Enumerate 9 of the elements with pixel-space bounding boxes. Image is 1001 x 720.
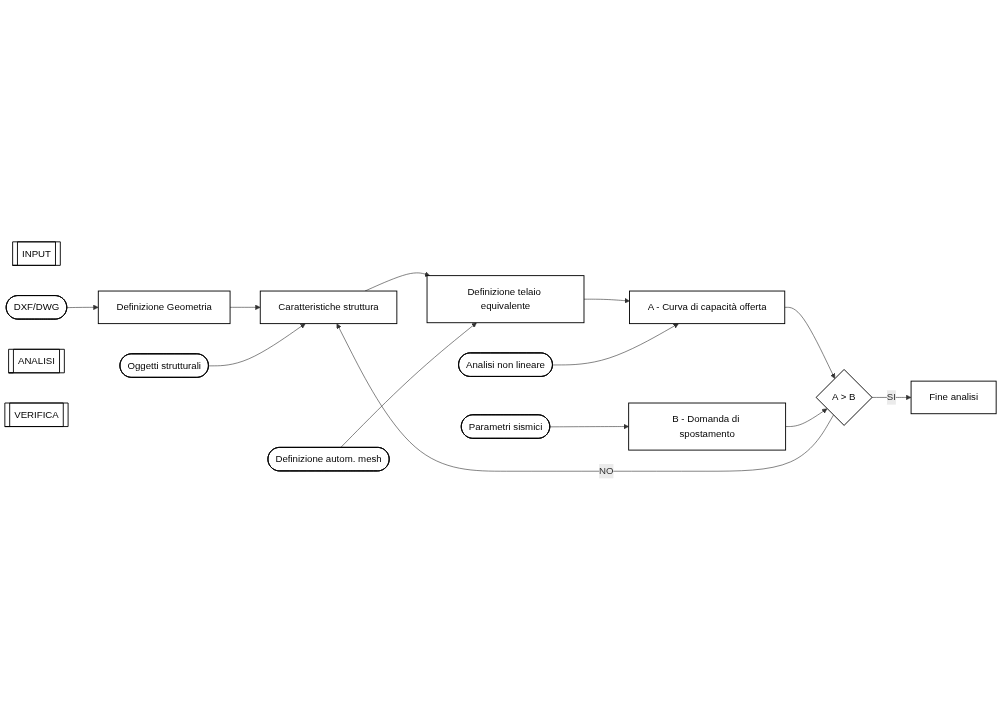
node-box: A - Curva di capacità offerta <box>629 290 786 324</box>
node-box: Definizione Geometria <box>97 290 231 324</box>
edge-label: NO <box>599 465 614 476</box>
node-box: Fine analisi <box>910 380 997 415</box>
node-diamond: A > B <box>815 368 873 426</box>
edge-label: SI <box>886 391 896 403</box>
node-box: Caratteristiche struttura <box>259 290 398 324</box>
node-box: Definizione telaio equivalente <box>426 275 585 323</box>
node-box: B - Domanda di spostamento <box>628 402 787 451</box>
